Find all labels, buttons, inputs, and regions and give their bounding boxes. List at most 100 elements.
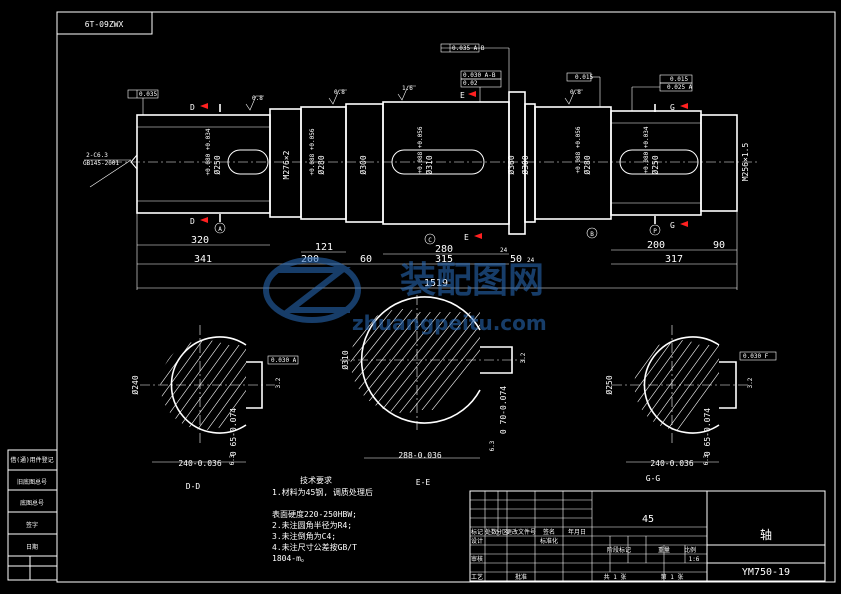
svg-text:0.8: 0.8 (570, 89, 581, 96)
svg-text:0.015: 0.015 (575, 74, 593, 81)
tb-process: 工艺 (471, 573, 483, 581)
tb-approve: 批准 (515, 573, 527, 581)
dim-m256: M256×1.5 (741, 143, 750, 182)
tb-material: 45 (642, 514, 654, 525)
drawing-number-rotated: 6T-09ZWX (85, 20, 124, 29)
dim-50: 50 (510, 254, 522, 265)
tb-std: 标准化 (540, 537, 558, 545)
drawing-number-box (56, 11, 153, 35)
section-d-diameter: Ø240 (130, 375, 140, 394)
section-marker-e-top: E (460, 91, 465, 100)
dim-60: 60 (360, 254, 372, 265)
center-hole-label-2: GB145-2001 (83, 160, 120, 167)
dim-d250-right: Ø250 (650, 155, 660, 174)
section-d-rough: 6.3 (229, 454, 236, 465)
shaft-main-view: Ø250 +0.080 +0.034 M276×2 Ø280 +0.088 +0… (83, 43, 760, 290)
tb-sheet-total: 共 1 张 (604, 573, 627, 581)
watermark-cn: 装配图网 (400, 260, 544, 301)
tb-drawing-no: YM750-19 (742, 567, 790, 578)
center-hole-label-1: 2-C6.3 (86, 152, 108, 159)
dim-121: 121 (315, 242, 333, 253)
svg-text:A: A (218, 226, 222, 233)
svg-text:0.030 A-B: 0.030 A-B (463, 72, 496, 79)
keyway-left (227, 149, 269, 175)
tol-d250-left: +0.080 +0.034 (205, 128, 212, 175)
svg-text:0.015: 0.015 (670, 76, 688, 83)
dim-d300-right: Ø300 (520, 155, 530, 174)
datum-p: P (649, 224, 661, 236)
section-e-diameter: Ø310 (340, 350, 350, 369)
dim-d280: Ø280 (316, 155, 326, 174)
keyway-middle (391, 149, 485, 175)
technical-requirements: 技术要求 1.材料为45钢, 调质处理后 表面硬度220-250HBW; 2.未… (272, 475, 373, 563)
notes-line-2: 表面硬度220-250HBW; (272, 509, 357, 519)
notes-line-4: 3.未注倒角为C4; (272, 531, 336, 541)
dim-d250-left: Ø250 (212, 155, 222, 174)
section-g-gdt: 0.030 F (743, 353, 769, 360)
section-d-width: 240-0.036 (178, 459, 222, 468)
section-g-diameter: Ø250 (604, 375, 614, 394)
section-g-width: 240-0.036 (650, 459, 694, 468)
tb-date: 年月日 (568, 528, 586, 536)
roughness-symbol-4: 0.8 (564, 89, 583, 105)
notes-title: 技术要求 (300, 475, 332, 485)
left-strip: 借(通)用件登记 旧底图总号 底图总号 签字 日期 (7, 449, 58, 581)
svg-text:0.035: 0.035 (139, 91, 157, 98)
dim-341: 341 (194, 254, 212, 265)
segment-d250-left (136, 114, 271, 214)
section-g-depth: 0 65-0.074 (703, 408, 712, 456)
section-d-label: D-D (186, 482, 201, 491)
tb-part-name: 轴 (760, 527, 772, 542)
svg-text:B: B (590, 231, 594, 238)
gdt-frame-2: 0.035 A-B (440, 43, 510, 92)
strip-label-5: 日期 (26, 543, 38, 551)
section-g-rough2: 3.2 (747, 377, 754, 388)
tb-sign: 签名 (543, 528, 555, 536)
strip-label-2: 旧底图总号 (17, 478, 47, 486)
section-marker-e-bottom: E (464, 233, 469, 242)
section-d-depth: 0 65-0.074 (229, 408, 238, 456)
tb-sheet-no: 第 1 张 (661, 573, 684, 581)
tb-zone: 分区 (496, 528, 508, 536)
dim-1519: 1519 (424, 278, 448, 289)
strip-label-3: 底图总号 (20, 499, 44, 507)
section-view-g-g: Ø250 240-0.036 0 65-0.074 6.3 3.2 0.030 … (604, 325, 777, 483)
roughness-symbol-5 (236, 93, 246, 107)
section-view-d-d: Ø240 240-0.036 0 65-0.074 6.3 3.2 0.030 … (130, 325, 299, 491)
dim-90: 90 (713, 240, 725, 251)
dim-200b: 200 (647, 240, 665, 251)
dim-280: 280 (435, 244, 453, 255)
gdt-frame-1: 0.035 (127, 89, 159, 115)
svg-text:0.02: 0.02 (463, 80, 478, 87)
section-e-depth: 0 70-0.074 (499, 386, 508, 434)
tb-review: 审核 (471, 555, 483, 563)
tol-d280-right: +0.088 +0.056 (575, 126, 582, 173)
tb-stage: 阶段标记 (607, 546, 631, 554)
dim-24b: 24 (527, 257, 535, 264)
strip-label-1: 借(通)用件登记 (10, 456, 53, 464)
tol-d310: +0.088 +0.056 (417, 126, 424, 173)
tb-scale-val: 1:6 (689, 556, 700, 563)
dim-d280-right: Ø280 (582, 155, 592, 174)
segment-m256 (700, 114, 738, 212)
gdt-frame-3: 0.030 A-B 0.02 (460, 70, 502, 102)
svg-text:C: C (428, 237, 432, 244)
roughness-symbol-2: 0.8 (328, 89, 347, 105)
tb-change: 更改文件号 (506, 528, 536, 536)
section-g-rough: 6.3 (703, 454, 710, 465)
dim-315: 315 (435, 254, 453, 265)
svg-text:P: P (653, 228, 657, 235)
tb-count: 处数 (485, 528, 497, 536)
section-d-rough2: 3.2 (275, 377, 282, 388)
section-marker-g-bottom: G (670, 221, 675, 230)
svg-text:0.8: 0.8 (252, 95, 263, 102)
section-marker-d-top: D (190, 103, 195, 112)
segment-d280-right (534, 106, 612, 220)
notes-line-6: 1804-m。 (272, 554, 309, 563)
sheet-border (56, 11, 836, 583)
dim-d300-left: Ø300 (358, 155, 368, 174)
notes-line-5: 4.未注尺寸公差按GB/T (272, 542, 357, 552)
svg-text:0.035 A-B: 0.035 A-B (452, 45, 485, 52)
section-marker-d-bottom: D (190, 217, 195, 226)
